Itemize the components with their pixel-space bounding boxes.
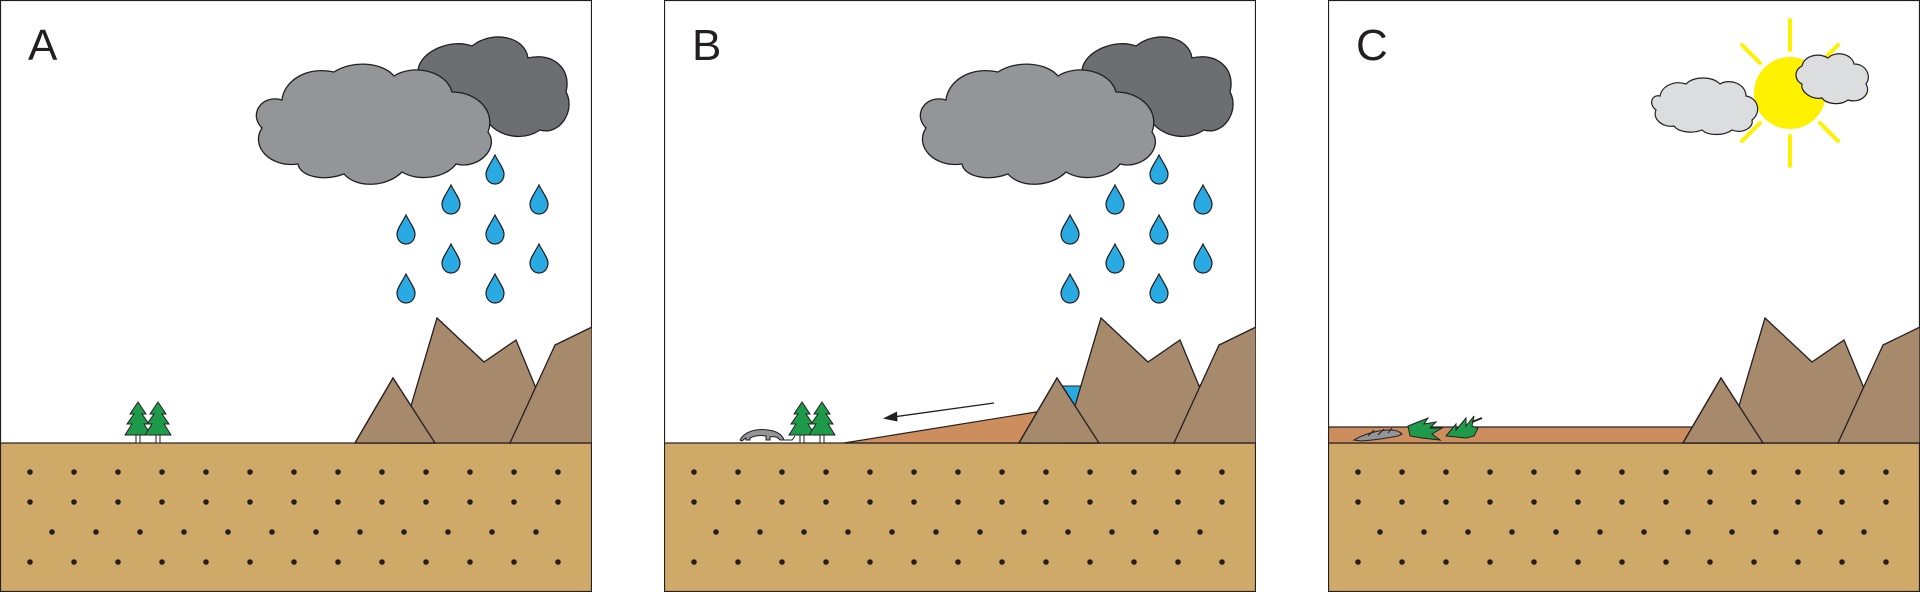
animal-carcass-icon	[1352, 427, 1403, 442]
animal-carcass-icon	[739, 429, 796, 442]
fallen-tree-icon	[1407, 415, 1483, 441]
panel-b-scene: B	[664, 0, 1256, 592]
ground-layer	[1328, 442, 1920, 592]
panel-letter: B	[692, 21, 721, 70]
panel-letter: C	[1356, 21, 1388, 70]
panel-a: A	[0, 0, 592, 592]
white-cloud-icon	[1651, 53, 1869, 136]
ground-layer	[664, 442, 1256, 592]
panel-c: C	[1328, 0, 1920, 592]
panel-letter: A	[28, 21, 58, 70]
arrow-icon	[883, 402, 995, 422]
panel-b: B	[664, 0, 1256, 592]
panel-c-scene: C	[1328, 0, 1920, 592]
panel-a-scene: A	[0, 0, 592, 592]
ground-layer	[0, 442, 592, 592]
